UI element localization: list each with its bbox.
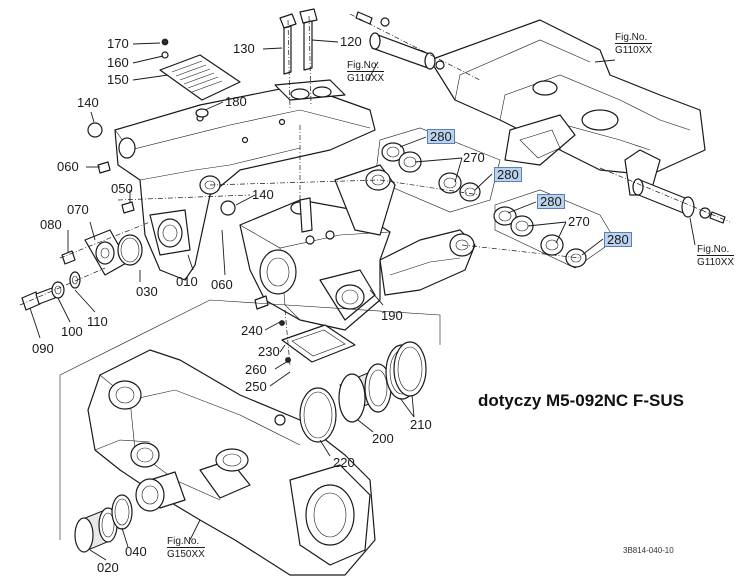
- callout-270-lower: 270: [568, 214, 590, 229]
- callout-220: 220: [333, 455, 355, 470]
- bearing-group-upper: [374, 127, 501, 213]
- callout-280-d: 280: [604, 232, 632, 247]
- upper-frame: [429, 19, 706, 196]
- callout-160: 160: [107, 55, 129, 70]
- plate-150: [159, 38, 241, 101]
- callout-100: 100: [61, 324, 83, 339]
- callout-080: 080: [40, 217, 62, 232]
- plug-180: [195, 108, 209, 118]
- callout-210: 210: [410, 417, 432, 432]
- callout-070: 070: [67, 202, 89, 217]
- callout-120: 120: [340, 34, 362, 49]
- reference-fig-4: Fig.No. G150XX: [167, 536, 205, 560]
- axle-housing: [87, 349, 376, 576]
- bolts-120-130: [279, 8, 318, 111]
- reference-fig-2-code: G110XX: [615, 43, 653, 56]
- reference-fig-4-code: G150XX: [167, 547, 205, 560]
- axis-line-2: [209, 179, 381, 186]
- reference-fig-2: Fig.No. G110XX: [615, 32, 653, 56]
- axis-line-4: [379, 179, 481, 196]
- bracket-010: [114, 79, 376, 281]
- axis-line-6: [284, 309, 291, 366]
- reference-fig-1-label: Fig.No.: [347, 60, 380, 71]
- callout-090: 090: [32, 341, 54, 356]
- callout-030: 030: [136, 284, 158, 299]
- callout-270-upper: 270: [463, 150, 485, 165]
- callout-280-a: 280: [427, 129, 455, 144]
- bush-020-seal-040: [74, 494, 133, 553]
- callout-110: 110: [87, 314, 108, 329]
- bolt-090-group: [19, 267, 106, 311]
- reference-fig-1-code: G110XX: [347, 71, 385, 84]
- reference-fig-2-label: Fig.No.: [615, 32, 648, 43]
- callout-040: 040: [125, 544, 147, 559]
- callout-010: 010: [176, 274, 198, 289]
- document-number: 3B814-040-10: [623, 546, 674, 555]
- reference-fig-4-label: Fig.No.: [167, 536, 200, 547]
- callout-140-upper: 140: [77, 95, 99, 110]
- arm-190: [334, 164, 476, 296]
- callout-170: 170: [107, 36, 129, 51]
- callout-240: 240: [241, 323, 263, 338]
- callout-020: 020: [97, 560, 119, 575]
- callout-200: 200: [372, 431, 394, 446]
- axis-line-1: [117, 194, 251, 201]
- callout-140-lower: 140: [252, 187, 274, 202]
- main-housing: [239, 197, 391, 331]
- callout-060-right: 060: [211, 277, 233, 292]
- callout-150: 150: [107, 72, 129, 87]
- bush-200-210-220: [299, 341, 427, 443]
- plug-140: [87, 122, 103, 138]
- plug-140-b: [220, 200, 236, 216]
- callout-130: 130: [233, 41, 255, 56]
- group-frame: [59, 299, 441, 540]
- reference-fig-3: Fig.No. G110XX: [697, 244, 735, 268]
- leader-lines: [29, 39, 696, 561]
- reference-fig-1: Fig.No. G110XX: [347, 60, 385, 84]
- upper-pin-shaft: [349, 11, 481, 81]
- model-caption: dotyczy M5-092NC F-SUS: [478, 391, 684, 410]
- lower-pin-shaft: [599, 167, 731, 224]
- callout-260: 260: [245, 362, 267, 377]
- callout-190: 190: [381, 308, 403, 323]
- callout-060-left: 060: [57, 159, 79, 174]
- reference-fig-3-code: G110XX: [697, 255, 735, 268]
- callout-180: 180: [225, 94, 247, 109]
- cover-070: [59, 161, 151, 276]
- callout-050: 050: [111, 181, 133, 196]
- callout-230: 230: [258, 344, 280, 359]
- callout-280-c: 280: [537, 194, 565, 209]
- callout-250: 250: [245, 379, 267, 394]
- reference-fig-3-label: Fig.No.: [697, 244, 730, 255]
- callout-280-b: 280: [494, 167, 522, 182]
- cover-250: [254, 295, 356, 363]
